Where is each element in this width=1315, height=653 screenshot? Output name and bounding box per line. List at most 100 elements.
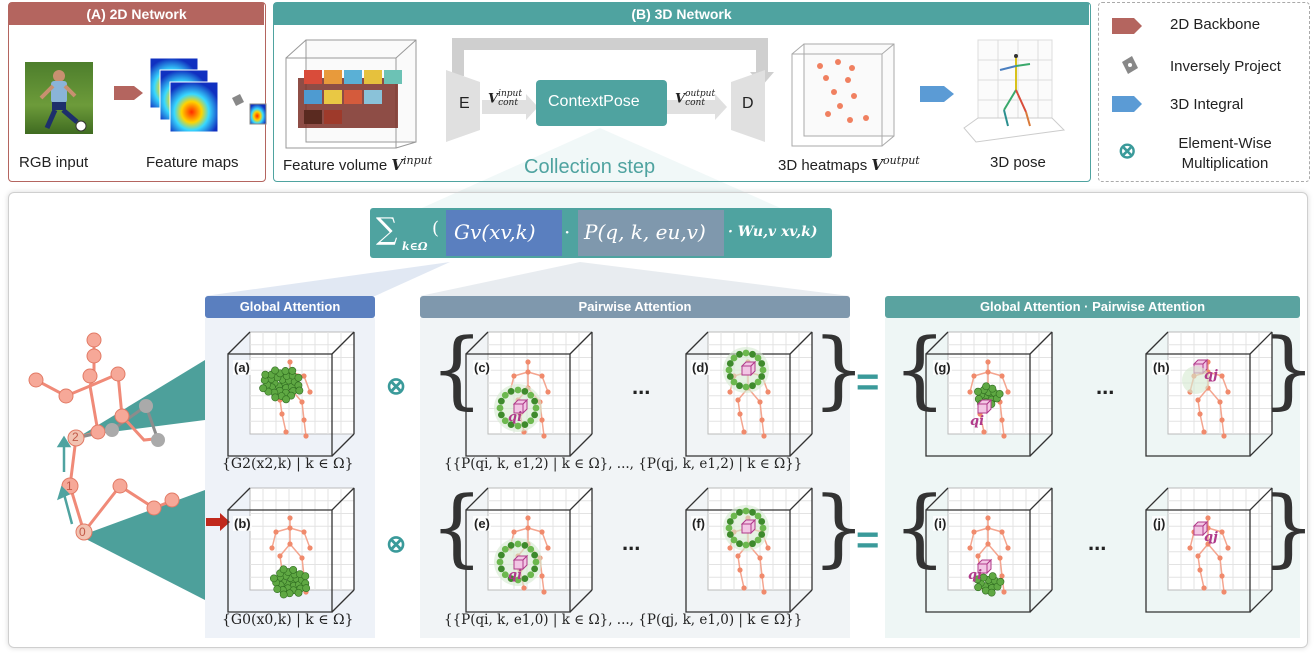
v-in-arrow — [482, 94, 538, 120]
legend-multiplication-label: Element-Wise Multiplication — [1178, 135, 1272, 172]
formula-sum: ∑ — [376, 212, 398, 247]
cube-i — [925, 487, 1053, 613]
collection-frame — [8, 192, 1308, 648]
legend-backbone-label: 2D Backbone — [1170, 16, 1261, 33]
panel-e-label: (e) — [473, 516, 491, 531]
joint-2-label: 2 — [72, 430, 79, 444]
cube-f — [685, 487, 813, 613]
context-pose-block — [536, 80, 667, 126]
qj-label-h: qj — [1204, 368, 1218, 383]
cube-g — [925, 331, 1053, 457]
qi-label-g: qi — [970, 414, 985, 429]
encoder-label: E — [459, 95, 470, 112]
backbone-arrow-icon — [114, 86, 143, 100]
inverse-project-icon — [1122, 56, 1138, 74]
brace-open: { — [893, 478, 947, 576]
formula-sum-sub: k∈Ω — [402, 240, 428, 253]
qi-label-c: qi — [508, 410, 523, 425]
inverse-project-icon — [232, 94, 267, 125]
combined-attention-header: Global Attention · Pairwise Attention — [885, 296, 1300, 318]
pose-3d-plot — [963, 39, 1066, 143]
backbone-arrow-icon — [1112, 18, 1142, 34]
legend-inverse-label: Inversely Project — [1170, 58, 1281, 75]
panel-j-label: (j) — [1152, 516, 1167, 531]
feature-volume-cube — [285, 39, 417, 149]
cube-d — [685, 331, 813, 457]
qi-label-i: qi — [968, 568, 983, 583]
rgb-input-label: RGB input — [19, 154, 89, 171]
global-attention-header: Global Attention — [205, 296, 375, 318]
decoder-block — [731, 70, 765, 142]
equals-sign: = — [856, 518, 880, 562]
otimes-icon: ⊗ — [386, 531, 407, 558]
formula-global-part — [446, 210, 562, 256]
cube-e — [465, 487, 593, 613]
v-out-arrow — [667, 94, 727, 120]
caption-global-b: {G0(x0,k) | k ∈ Ω} — [222, 612, 354, 628]
brace-close: } — [1262, 478, 1315, 576]
otimes-icon: ⊗ — [386, 373, 407, 400]
panel-b-label: (b) — [233, 516, 252, 531]
integral-arrow-icon — [1112, 96, 1142, 112]
integral-arrow-icon — [920, 86, 954, 102]
otimes-icon: ⊗ — [1118, 138, 1137, 163]
cube-c — [465, 331, 593, 457]
panel-3d-title: (B) 3D Network — [274, 3, 1089, 25]
heatmap-cube — [791, 43, 895, 147]
caption-pairwise-cd: {{P(qi, k, e1,2) | k ∈ Ω}, ..., {P(qj, k… — [444, 456, 803, 472]
feature-maps-stack — [150, 58, 219, 133]
formula-pairwise-part — [578, 210, 724, 256]
skeleton-graph — [28, 332, 180, 541]
formula-weight-term: · Wu,v xv,k) — [728, 224, 818, 240]
context-pose-label: ContextPose — [548, 93, 640, 110]
ellipsis: ... — [632, 374, 651, 399]
collection-step-label: Collection step — [524, 156, 656, 178]
brace-close: } — [1262, 320, 1315, 418]
heatmap-label: 3D heatmaps Voutput — [778, 154, 920, 174]
decoder-label: D — [742, 95, 754, 112]
encoder-block — [446, 70, 480, 142]
ellipsis: ... — [1088, 530, 1107, 555]
formula-pairwise-term: P(q, k, eu,v) — [584, 220, 706, 244]
ellipsis: ... — [1096, 374, 1115, 399]
pose-label: 3D pose — [990, 154, 1046, 171]
ellipsis: ... — [622, 530, 641, 555]
pairwise-attention-header: Pairwise Attention — [420, 296, 850, 318]
formula-dot: · — [564, 220, 571, 244]
panel-f-label: (f) — [691, 516, 706, 531]
feature-maps-label: Feature maps — [146, 154, 239, 171]
cube-j — [1145, 487, 1273, 613]
equals-sign: = — [856, 360, 880, 404]
rgb-image — [25, 62, 93, 134]
panel-h-label: (h) — [1152, 360, 1171, 375]
panel-i-label: (i) — [933, 516, 948, 531]
panel-a-label: (a) — [233, 360, 251, 375]
brace-open: { — [430, 320, 484, 418]
panel-g-label: (g) — [933, 360, 952, 375]
cube-h — [1145, 331, 1273, 457]
formula-global-term: Gv(xv,k) — [454, 220, 536, 244]
selected-joint-arrow-icon — [206, 513, 230, 531]
formula-open: ( — [432, 218, 440, 239]
brace-close: } — [812, 320, 866, 418]
qi-label-e: qi — [508, 568, 523, 583]
caption-pairwise-ef: {{P(qi, k, e1,0) | k ∈ Ω}, ..., {P(qj, k… — [444, 612, 803, 628]
brace-close: } — [812, 478, 866, 576]
joint-1-label: 1 — [66, 479, 73, 493]
joint-0-label: 0 — [79, 525, 86, 539]
brace-open: { — [893, 320, 947, 418]
brace-open: { — [430, 478, 484, 576]
feature-volume-label: Feature volume Vinput — [283, 154, 433, 174]
caption-global-a: {G2(x2,k) | k ∈ Ω} — [222, 456, 354, 472]
qj-label-j: qj — [1204, 530, 1218, 545]
panel-c-label: (c) — [473, 360, 491, 375]
cube-a — [227, 331, 355, 457]
cube-b — [227, 487, 355, 613]
soccer-player-icon — [39, 70, 87, 132]
legend-integral-label: 3D Integral — [1170, 96, 1244, 113]
panel-2d-title: (A) 2D Network — [9, 3, 264, 25]
panel-d-label: (d) — [691, 360, 710, 375]
